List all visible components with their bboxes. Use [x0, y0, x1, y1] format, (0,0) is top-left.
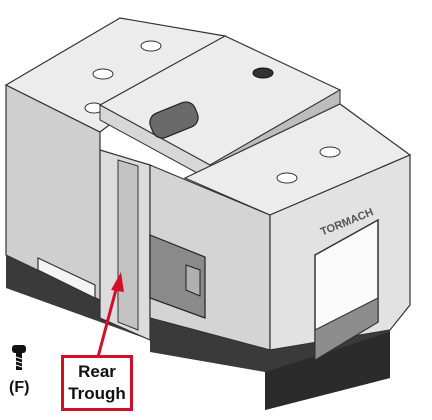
- top-port-1: [140, 40, 162, 52]
- screw-icon: [12, 345, 26, 370]
- top-window: [149, 101, 199, 139]
- rear-trough-callout: Rear Trough: [61, 355, 133, 411]
- side-access-window: [149, 234, 206, 319]
- fastener-label: (F): [9, 379, 30, 396]
- front-opening-floor: [314, 297, 379, 361]
- rear-trough-channel: [117, 159, 139, 331]
- callout-line-2: Trough: [68, 384, 126, 403]
- callout-line-1: Rear: [78, 362, 116, 381]
- base-plinth-right: [265, 332, 390, 410]
- top-port-6: [276, 172, 298, 184]
- top-port-4: [252, 67, 274, 79]
- callout-arrow-shaft: [96, 281, 120, 358]
- top-port-2: [92, 68, 114, 80]
- top-port-5: [319, 146, 341, 158]
- side-access-window-inner: [185, 264, 201, 297]
- callout-arrow-head: [111, 272, 124, 292]
- side-slot: [37, 257, 96, 299]
